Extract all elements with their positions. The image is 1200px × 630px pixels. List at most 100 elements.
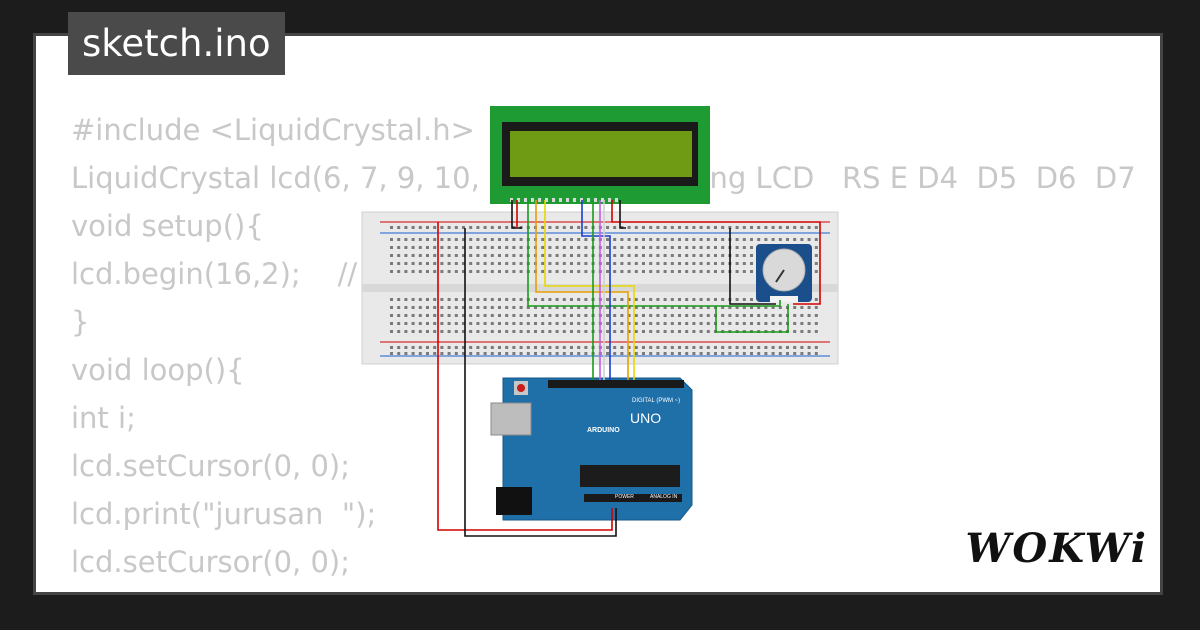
breadboard-hole	[433, 298, 437, 301]
breadboard-hole	[454, 262, 458, 265]
potentiometer[interactable]	[756, 244, 812, 302]
breadboard-hole	[570, 226, 573, 229]
breadboard-hole	[786, 346, 789, 349]
breadboard-hole	[742, 246, 746, 249]
breadboard-hole	[634, 238, 638, 241]
breadboard-hole	[490, 246, 494, 249]
breadboard-hole	[447, 262, 451, 265]
breadboard-hole	[426, 298, 429, 301]
breadboard-hole	[397, 254, 401, 257]
breadboard-hole	[670, 346, 674, 349]
breadboard-hole	[685, 330, 689, 333]
breadboard-hole	[670, 322, 674, 325]
breadboard-hole	[692, 226, 696, 229]
breadboard-hole	[469, 322, 473, 325]
lcd-display[interactable]	[490, 106, 710, 204]
breadboard-hole	[570, 306, 573, 309]
breadboard-hole	[411, 270, 415, 273]
breadboard-hole	[606, 298, 609, 301]
breadboard-hole	[483, 298, 487, 301]
breadboard-hole	[642, 270, 645, 273]
breadboard-hole	[627, 298, 631, 301]
breadboard-hole	[706, 330, 710, 333]
breadboard-hole	[721, 226, 725, 229]
breadboard-hole	[642, 298, 645, 301]
breadboard-hole	[735, 314, 739, 317]
breadboard-hole	[483, 262, 487, 265]
breadboard-hole	[490, 298, 494, 301]
breadboard-hole	[397, 246, 401, 249]
breadboard-hole	[764, 226, 768, 229]
breadboard-hole	[411, 322, 415, 325]
lcd-pin	[538, 198, 541, 202]
arduino-uno-board[interactable]: DIGITAL (PWM ~) ARDUINO UNO POWER ANALOG…	[490, 377, 693, 521]
breadboard-hole	[742, 306, 746, 309]
breadboard-hole	[519, 238, 523, 241]
sketch-filename-tab[interactable]: sketch.ino	[68, 12, 285, 75]
breadboard-hole	[692, 298, 696, 301]
breadboard-hole	[418, 270, 422, 273]
breadboard-hole	[476, 346, 480, 349]
breadboard-hole	[642, 352, 645, 355]
breadboard-hole	[634, 254, 638, 257]
lcd-pin	[559, 198, 562, 202]
breadboard-hole	[721, 238, 725, 241]
breadboard-hole	[778, 346, 782, 349]
breadboard-hole	[663, 306, 667, 309]
breadboard-hole	[454, 254, 458, 257]
breadboard-hole	[750, 238, 753, 241]
breadboard-hole	[584, 306, 588, 309]
breadboard-hole	[613, 238, 617, 241]
breadboard-hole	[462, 314, 465, 317]
breadboard-hole	[663, 352, 667, 355]
breadboard-hole	[447, 330, 451, 333]
breadboard-hole	[555, 246, 559, 249]
wire-pot-gnd	[729, 228, 776, 305]
breadboard-hole	[404, 322, 408, 325]
breadboard-hole	[483, 306, 487, 309]
breadboard-hole	[454, 314, 458, 317]
breadboard-hole	[584, 226, 588, 229]
breadboard-hole	[548, 314, 552, 317]
breadboard-hole	[454, 238, 458, 241]
breadboard-hole	[411, 238, 415, 241]
breadboard-hole	[699, 306, 703, 309]
breadboard-hole	[627, 238, 631, 241]
breadboard-hole	[793, 306, 797, 309]
breadboard-hole	[721, 262, 725, 265]
breadboard-hole	[786, 226, 789, 229]
breadboard-hole	[620, 246, 624, 249]
breadboard-hole	[678, 298, 681, 301]
breadboard-hole	[735, 246, 739, 249]
breadboard-hole	[447, 226, 451, 229]
breadboard-hole	[771, 306, 775, 309]
breadboard-hole	[663, 226, 667, 229]
breadboard-hole	[476, 306, 480, 309]
breadboard-hole	[678, 306, 681, 309]
breadboard-hole	[404, 270, 408, 273]
breadboard-hole	[771, 352, 775, 355]
breadboard-hole	[562, 246, 566, 249]
breadboard-hole	[570, 262, 573, 265]
breadboard-hole	[678, 246, 681, 249]
breadboard-hole	[728, 322, 732, 325]
breadboard-hole	[750, 226, 753, 229]
breadboard-hole	[483, 322, 487, 325]
breadboard-hole	[678, 238, 681, 241]
breadboard-hole	[469, 330, 473, 333]
breadboard-hole	[620, 306, 624, 309]
breadboard-hole	[714, 226, 717, 229]
breadboard-hole	[404, 346, 408, 349]
breadboard-hole	[490, 254, 494, 257]
breadboard-hole	[728, 352, 732, 355]
breadboard-hole	[404, 254, 408, 257]
breadboard-hole	[440, 330, 444, 333]
breadboard-hole	[454, 270, 458, 273]
breadboard-hole	[685, 254, 689, 257]
breadboard-hole	[699, 346, 703, 349]
breadboard-hole	[469, 226, 473, 229]
breadboard-hole	[735, 298, 739, 301]
breadboard-hole	[706, 262, 710, 265]
breadboard-hole	[469, 306, 473, 309]
breadboard-hole	[649, 298, 653, 301]
